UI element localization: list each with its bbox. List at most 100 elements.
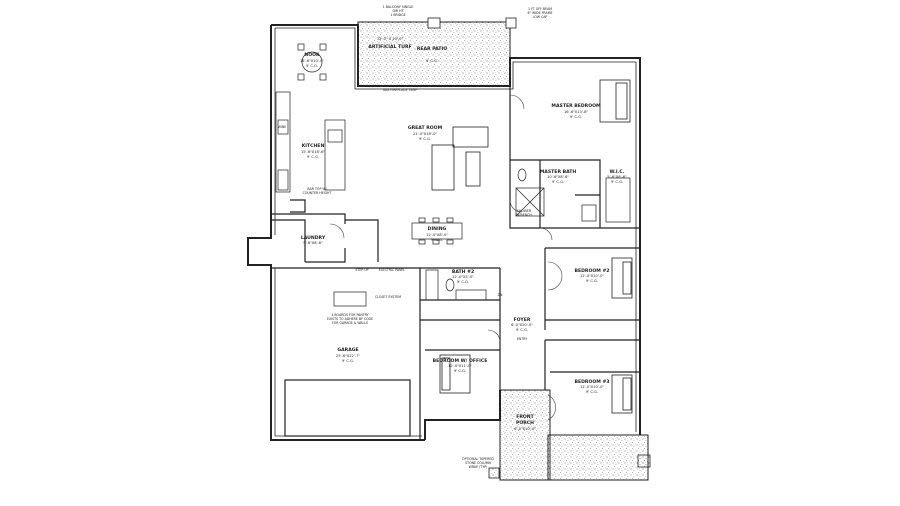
front-porch-wing: [547, 434, 649, 481]
svg-text:15'-6"X10'-0": 15'-6"X10'-0": [300, 59, 324, 63]
svg-text:CLOSET SYSTEM: CLOSET SYSTEM: [375, 295, 401, 299]
great-room-furniture: [431, 126, 489, 191]
svg-text:9' C.G.: 9' C.G.: [419, 137, 431, 141]
svg-text:BEDROOM #2: BEDROOM #2: [574, 268, 609, 274]
svg-text:12'-0"X10'-0": 12'-0"X10'-0": [580, 274, 604, 278]
rear-patio: [357, 21, 511, 87]
svg-text:MASTER BEDROOM: MASTER BEDROOM: [551, 103, 601, 109]
svg-text:6'-0"X10'-0": 6'-0"X10'-0": [514, 427, 536, 431]
room-kitchen: KITCHEN 15'-6"X18'-6" 9' C.G.: [301, 143, 325, 159]
svg-text:COUNTER HEIGHT: COUNTER HEIGHT: [303, 191, 332, 195]
svg-text:12'-0"X8'-0": 12'-0"X8'-0": [426, 233, 448, 237]
room-wic: W.I.C. 5'-6"X8'-6" 9' C.G.: [607, 169, 627, 184]
room-garage: GARAGE 25'-6"X22'-7" 9' C.G.: [336, 347, 360, 363]
nook-table: [297, 43, 327, 81]
svg-text:EXISTS TO ADHERE BY CODE: EXISTS TO ADHERE BY CODE: [327, 317, 373, 321]
svg-text:STEP UP: STEP UP: [355, 268, 368, 272]
svg-text:ELECTRIC PANEL: ELECTRIC PANEL: [379, 268, 406, 272]
beds: [439, 79, 633, 414]
interior-walls: [271, 86, 640, 440]
svg-text:BEDROOM W/ OFFICE: BEDROOM W/ OFFICE: [433, 358, 488, 364]
room-bedroom2: BEDROOM #2 12'-0"X10'-0" 9' C.G.: [574, 268, 609, 283]
svg-text:LAUNDRY: LAUNDRY: [301, 235, 326, 241]
svg-text:9' C.G.: 9' C.G.: [611, 180, 623, 184]
svg-text:PORCH: PORCH: [516, 420, 534, 426]
svg-text:FOYER: FOYER: [514, 317, 531, 323]
svg-text:9' C.G.: 9' C.G.: [570, 115, 582, 119]
svg-text:4 BOARDS FOR PANTRY: 4 BOARDS FOR PANTRY: [331, 313, 368, 317]
room-foyer: FOYER 6'-0"X20'-0" 9' C.G.: [511, 317, 533, 332]
svg-text:16'-6"X13'-8": 16'-6"X13'-8": [564, 110, 588, 114]
exterior-walls-inner: [274, 27, 637, 437]
room-dining: DINING 12'-0"X8'-0" 9' C.G.: [426, 226, 448, 242]
svg-text:SHOWER: SHOWER: [517, 209, 532, 213]
svg-text:BAR TOP W/: BAR TOP W/: [307, 187, 327, 191]
svg-text:25'-6"X22'-7": 25'-6"X22'-7": [336, 354, 360, 358]
room-bedroom3: BEDROOM #3 12'-0"X10'-0" 9' C.G.: [574, 379, 609, 394]
kitchen-fixtures: [275, 91, 346, 193]
svg-text:GARAGE: GARAGE: [337, 347, 358, 353]
svg-text:NOOK: NOOK: [304, 52, 320, 58]
bath-fixtures: [425, 168, 631, 301]
plan-notes: GAS FIREPLACE TEMP BAR TOP W/ COUNTER HE…: [278, 5, 553, 469]
top-column-right: [505, 17, 517, 29]
room-front-porch: FRONT PORCH 6'-0"X10'-0": [514, 414, 536, 431]
svg-text:W/BENCH: W/BENCH: [516, 213, 532, 217]
svg-text:9' C.G.: 9' C.G.: [307, 155, 319, 159]
svg-text:12'-0"X11'-0": 12'-0"X11'-0": [448, 364, 472, 368]
svg-text:15'-6"X18'-6": 15'-6"X18'-6": [301, 150, 325, 154]
svg-text:9' C.G.: 9' C.G.: [431, 238, 443, 242]
room-master-bath: MASTER BATH 10'-6"X8'-6" 9' C.G.: [540, 169, 577, 184]
porch-column-left: [488, 467, 500, 479]
svg-text:9'-6"X8'-6": 9'-6"X8'-6": [303, 241, 323, 245]
svg-text:OPTIONAL TAPERED: OPTIONAL TAPERED: [462, 457, 494, 461]
svg-text:9' C.G.: 9' C.G.: [426, 59, 438, 63]
porch-column-right: [637, 454, 651, 468]
svg-text:12'-0"X10'-0": 12'-0"X10'-0": [580, 385, 604, 389]
garage-shelf: [333, 291, 367, 307]
svg-text:WRAP (TYP): WRAP (TYP): [469, 465, 488, 469]
svg-text:9' C.G.: 9' C.G.: [552, 180, 564, 184]
svg-text:REAR PATIO: REAR PATIO: [417, 46, 447, 52]
svg-text:12'-0"X5'-0": 12'-0"X5'-0": [452, 275, 474, 279]
svg-text:W.I.C.: W.I.C.: [609, 169, 624, 175]
svg-text:1 BALCONY SINGLE: 1 BALCONY SINGLE: [383, 5, 414, 9]
door-swings: [329, 94, 563, 421]
svg-text:GAS FIREPLACE TEMP: GAS FIREPLACE TEMP: [383, 88, 418, 92]
garage-door: [284, 379, 411, 437]
svg-text:6'-0"X20'-0": 6'-0"X20'-0": [511, 323, 533, 327]
svg-text:GREAT ROOM: GREAT ROOM: [408, 125, 443, 131]
svg-text:STONE COLUMN: STONE COLUMN: [465, 461, 491, 465]
svg-text:9' C.G.: 9' C.G.: [586, 390, 598, 394]
svg-text:9' C.G.: 9' C.G.: [457, 280, 469, 284]
svg-text:6" WIDE FRAME: 6" WIDE FRAME: [528, 11, 553, 15]
svg-text:BATH #2: BATH #2: [452, 269, 474, 275]
svg-text:9' C.G.: 9' C.G.: [516, 328, 528, 332]
svg-text:MASTER BATH: MASTER BATH: [540, 169, 577, 175]
svg-text:FOR GARAGE & WALLS: FOR GARAGE & WALLS: [332, 321, 368, 325]
svg-text:9' C.G.: 9' C.G.: [586, 279, 598, 283]
room-master-bedroom: MASTER BEDROOM 16'-6"X13'-8" 9' C.G.: [551, 103, 601, 119]
svg-text:12'-0" X 20'-0": 12'-0" X 20'-0": [377, 37, 404, 41]
room-great-room: GREAT ROOM 21'-0"X16'-0" 9' C.G.: [408, 125, 443, 141]
dining-table: [411, 217, 463, 245]
svg-text:FRONT: FRONT: [516, 414, 534, 420]
top-column-left: [427, 17, 441, 29]
svg-text:1 FT OFF BEAM: 1 FT OFF BEAM: [528, 7, 552, 11]
svg-text:9' C.G.: 9' C.G.: [342, 359, 354, 363]
svg-text:BEDROOM #3: BEDROOM #3: [574, 379, 609, 385]
svg-text:9' C.G.: 9' C.G.: [454, 369, 466, 373]
svg-text:LOW CAP: LOW CAP: [533, 15, 548, 19]
svg-text:DN: DN: [498, 293, 503, 297]
room-rear-patio: 12'-0" X 20'-0" ARTIFICIAL TURF REAR PAT…: [368, 37, 447, 63]
room-laundry: LAUNDRY 9'-6"X8'-6": [301, 235, 326, 245]
room-bath2: BATH #2 12'-0"X5'-0" 9' C.G.: [452, 269, 474, 284]
svg-text:10'-6"X8'-6": 10'-6"X8'-6": [547, 175, 569, 179]
svg-text:21'-0"X16'-0": 21'-0"X16'-0": [413, 132, 437, 136]
svg-text:1 BRIDGE: 1 BRIDGE: [390, 13, 405, 17]
svg-text:ARTIFICIAL TURF: ARTIFICIAL TURF: [368, 44, 411, 50]
svg-text:5'-6"X8'-6": 5'-6"X8'-6": [607, 175, 627, 179]
svg-text:DINING: DINING: [428, 226, 447, 232]
svg-text:9' C.G.: 9' C.G.: [306, 64, 318, 68]
